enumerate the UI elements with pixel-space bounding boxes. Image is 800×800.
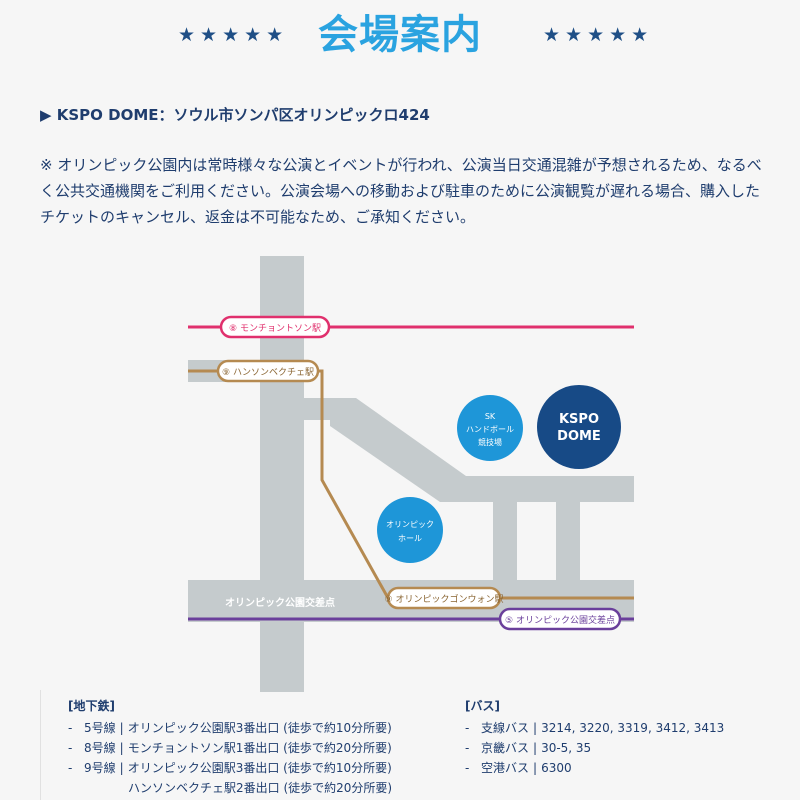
svg-text:ホール: ホール xyxy=(398,534,422,543)
svg-text:競技場: 競技場 xyxy=(478,437,502,447)
station-gongwon-label: ⑨ オリンピックゴンウォン駅 xyxy=(385,593,504,605)
station-hanseong[interactable]: ⑨ ハンソンベクチェ駅 xyxy=(216,359,320,383)
stars-right-decoration: ★★★★★ xyxy=(543,24,654,46)
venue-address: ▶ KSPO DOME：ソウル市ソンパ区オリンピックロ424 xyxy=(40,106,430,124)
subway-row: -5号線|オリンピック公園駅3番出口 (徒歩で約10分所要) xyxy=(68,721,392,735)
road-branch-2 xyxy=(556,500,580,592)
venue-sk-handball[interactable]: SK ハンドボール 競技場 xyxy=(457,395,523,461)
bus-info: [バス] -支線バス|3214, 3220, 3319, 3412, 3413 … xyxy=(465,697,724,778)
divider xyxy=(40,690,41,800)
svg-text:DOME: DOME xyxy=(557,429,601,444)
subway-row: -8号線|モンチョントソン駅1番出口 (徒歩で約20分所要) xyxy=(68,741,392,755)
road-branch-1 xyxy=(493,500,517,592)
station-hanseong-label: ⑨ ハンソンベクチェ駅 xyxy=(222,367,314,378)
svg-text:ハンドボール: ハンドボール xyxy=(466,425,514,434)
bus-row: -支線バス|3214, 3220, 3319, 3412, 3413 xyxy=(465,721,725,735)
station-monchon-label: ⑧ モンチョントソン駅 xyxy=(229,323,321,334)
venue-kspo-dome[interactable]: KSPO DOME xyxy=(537,385,621,469)
road-label: オリンピック公園交差点 xyxy=(225,596,335,609)
svg-text:オリンピック: オリンピック xyxy=(386,520,434,529)
stars-left-decoration: ★★★★★ xyxy=(178,24,289,46)
bus-heading: [バス] xyxy=(465,699,500,713)
svg-text:KSPO: KSPO xyxy=(559,412,599,427)
station-monchon[interactable]: ⑧ モンチョントソン駅 xyxy=(219,315,331,339)
road-east xyxy=(440,476,634,502)
subway-row: -9号線|オリンピック公園駅3番出口 (徒歩で約10分所要) xyxy=(68,761,392,775)
subway-info: [地下鉄] -5号線|オリンピック公園駅3番出口 (徒歩で約10分所要) -8号… xyxy=(68,697,392,798)
station-gongwon[interactable]: ⑨ オリンピックゴンウォン駅 xyxy=(385,586,504,610)
page-title: 会場案内 xyxy=(318,12,482,58)
bus-row: -空港バス|6300 xyxy=(465,761,572,775)
notice-text: ※ オリンピック公園内は常時様々な公演とイベントが行われ、公演当日交通混雑が予想… xyxy=(40,156,762,226)
subway-heading: [地下鉄] xyxy=(68,699,115,713)
road-diagonal xyxy=(330,398,466,502)
bus-row: -京畿バス|30-5, 35 xyxy=(465,741,592,755)
station-intersection[interactable]: ⑤ オリンピック公園交差点 xyxy=(498,607,622,631)
svg-text:SK: SK xyxy=(485,412,496,421)
header: ★★★★★ 会場案内 ★★★★★ xyxy=(0,0,800,80)
station-intersection-label: ⑤ オリンピック公園交差点 xyxy=(505,614,615,626)
subway-row: ハンソンベクチェ駅2番出口 (徒歩で約20分所要) xyxy=(128,781,393,795)
venue-olympic-hall[interactable]: オリンピック ホール xyxy=(377,497,443,563)
